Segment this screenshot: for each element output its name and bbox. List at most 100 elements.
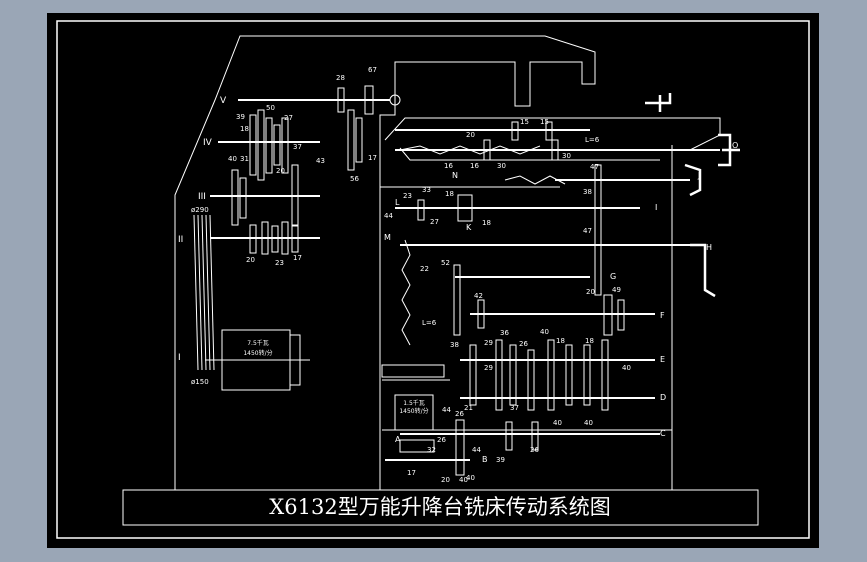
- shaft-letter: I: [655, 203, 657, 212]
- gear-label: 20: [246, 256, 255, 264]
- pulley-labels: ø290 ø150: [191, 206, 209, 386]
- gear-label: 16: [470, 162, 479, 170]
- gear-label: 16: [444, 162, 453, 170]
- shaft-letter: J: [697, 171, 700, 180]
- pulley-d150: ø150: [191, 378, 209, 386]
- screw-lead-label: L=6: [585, 136, 600, 144]
- gear-label: 20: [586, 288, 595, 296]
- shaft-roman-labels: V IV III II I: [178, 96, 227, 363]
- main-gear-labels: 28 67 50 39 27 18 40 31 37 43 20 56 17 2…: [228, 66, 377, 267]
- main-shafts: [210, 99, 390, 239]
- shaft-letter: M: [384, 233, 391, 242]
- gear-label: 44: [472, 446, 481, 454]
- gear-label: 30: [562, 152, 571, 160]
- gear-label: 37: [510, 404, 519, 412]
- shaft-letter: A: [395, 435, 401, 444]
- gear-label: 22: [420, 265, 429, 273]
- feed-motor-power: 1.5千瓦: [403, 399, 425, 407]
- gear-label: 36: [500, 329, 509, 337]
- gear-label: 40: [540, 328, 549, 336]
- gear-label: 40: [622, 364, 631, 372]
- shaft-letter: F: [660, 311, 665, 320]
- screw-labels: L=6 L=6: [422, 136, 600, 327]
- gear-label: 40: [553, 419, 562, 427]
- shaft-letter: H: [706, 243, 712, 252]
- gear-label: 42: [474, 292, 483, 300]
- gear-label: 23: [275, 259, 284, 267]
- gear-label: 39: [496, 456, 505, 464]
- shaft-letter: E: [660, 355, 665, 364]
- gear-label: 26: [455, 410, 464, 418]
- gear-label: 17: [368, 154, 377, 162]
- drawing-sheet: [47, 13, 819, 548]
- gear-label: 39: [236, 113, 245, 121]
- gear-label: 18: [585, 337, 594, 345]
- gear-label: 18: [240, 125, 249, 133]
- main-gears: [231, 85, 401, 255]
- gear-label: 17: [293, 254, 302, 262]
- feed-gears: [399, 121, 625, 476]
- gear-label: 23: [403, 192, 412, 200]
- gear-label: 18: [445, 190, 454, 198]
- motor-power: 7.5千瓦: [247, 339, 269, 347]
- gear-label: 26: [437, 436, 446, 444]
- cross-screw: [504, 175, 566, 185]
- main-motor: 7.5千瓦 1450转/分: [205, 329, 310, 391]
- gear-label: 44: [384, 212, 393, 220]
- gear-label: 20: [466, 131, 475, 139]
- handwheel-top-icon: [645, 93, 672, 112]
- gear-label: 15: [520, 118, 529, 126]
- gear-label: 47: [583, 227, 592, 235]
- gear-label: 32: [427, 446, 436, 454]
- shaft-letter: B: [482, 455, 488, 464]
- gear-label: 47: [590, 163, 599, 171]
- shaft-letter: D: [660, 393, 666, 402]
- knee-base: [381, 364, 445, 378]
- shaft-label-iv: IV: [203, 138, 213, 148]
- gear-label: 26: [530, 446, 539, 454]
- shaft-letter: K: [466, 223, 472, 232]
- shaft-label-v: V: [220, 96, 227, 106]
- gear-label: 40: [228, 155, 237, 163]
- shaft-letter: N: [452, 171, 458, 180]
- gear-label: 56: [350, 175, 359, 183]
- gear-label: 31: [240, 155, 249, 163]
- gear-label: 20: [441, 476, 450, 484]
- shaft-label-i: I: [178, 353, 181, 363]
- gear-label: 28: [336, 74, 345, 82]
- screw-lead-label: L=6: [422, 319, 437, 327]
- pulley-d290: ø290: [191, 206, 209, 214]
- gear-label: 27: [284, 114, 293, 122]
- table-screw: [399, 145, 541, 155]
- crank-h-icon: [690, 243, 716, 298]
- gear-label: 26: [519, 340, 528, 348]
- gear-label: 15: [540, 118, 549, 126]
- gear-label: 29: [484, 364, 493, 372]
- feed-gear-labels: 20 16 15 15 30 30 16 47 38 47 20 18 18 3…: [384, 118, 631, 484]
- drawing-title: X6132型万能升降台铣床传动系统图: [269, 495, 610, 519]
- gear-label: 33: [422, 186, 431, 194]
- gear-label: 17: [407, 469, 416, 477]
- gear-label: 40: [459, 476, 468, 484]
- feed-motor-speed: 1450转/分: [399, 407, 428, 415]
- gear-label: 30: [497, 162, 506, 170]
- gear-label: 52: [441, 259, 450, 267]
- shaft-letter-labels: O J I H G F E D C A N K L M B: [384, 141, 738, 464]
- drawing-border: [56, 20, 810, 539]
- gear-label: 18: [482, 219, 491, 227]
- gear-label: 40: [584, 419, 593, 427]
- gear-label: 44: [442, 406, 451, 414]
- v-belt: [193, 214, 215, 371]
- gear-label: 27: [430, 218, 439, 226]
- feed-motor: 1.5千瓦 1450转/分: [394, 394, 434, 431]
- gear-label: 37: [293, 143, 302, 151]
- shaft-label-ii: II: [178, 235, 183, 245]
- gear-label: 38: [583, 188, 592, 196]
- gear-label: 49: [612, 286, 621, 294]
- title-block: [122, 489, 759, 526]
- handwheel-o-icon: [718, 133, 740, 167]
- shaft-letter: L: [395, 198, 400, 207]
- shaft-letter: O: [732, 141, 738, 150]
- gear-label: 40: [466, 474, 475, 482]
